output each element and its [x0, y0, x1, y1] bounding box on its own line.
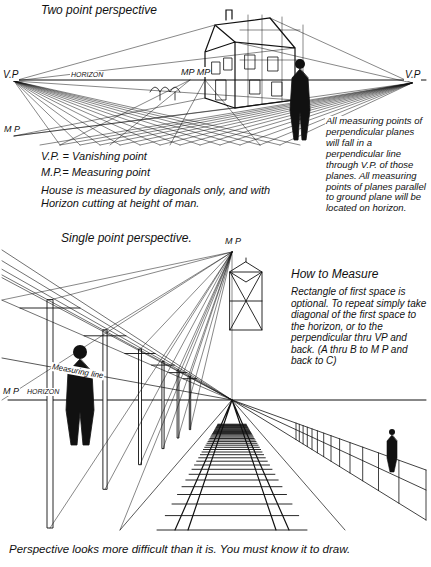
wires: [2, 250, 232, 400]
measuring-points-note: All measuring points of perpendicular pl…: [325, 116, 427, 214]
horizon-label: HORIZON: [26, 388, 60, 396]
mp-label: M P: [224, 236, 242, 246]
bushes: [150, 87, 180, 100]
measuring-line: [2, 358, 232, 400]
man-figure: [290, 69, 310, 140]
mp-label: M P: [3, 124, 21, 134]
definition-note: V.P. = Vanishing point: [40, 150, 148, 163]
man-figure-head: [295, 59, 305, 69]
mp-label: MP MP: [180, 67, 211, 77]
measuring-rays: [2, 252, 232, 530]
house: [205, 10, 295, 108]
fence: [232, 400, 426, 520]
house-windows: [212, 55, 282, 100]
mp-label: M P: [2, 386, 20, 396]
measuring-diagonals: [14, 80, 295, 145]
man-figure: [387, 435, 397, 472]
rail-ties: [157, 424, 307, 530]
section-heading: Two point perspective: [40, 4, 158, 18]
vp-label: V.P: [404, 69, 421, 81]
track-bed: [120, 400, 345, 530]
horizon-label: HORIZON: [70, 71, 104, 79]
hanging-cube: [230, 258, 262, 330]
caption: Perspective looks more difficult than it…: [8, 543, 425, 556]
vp-label: V.P: [2, 69, 19, 81]
man-figure-head: [389, 429, 395, 435]
house-note: House is measured by diagonals only, and…: [40, 184, 282, 209]
definition-note: M.P.= Measuring point: [40, 166, 151, 179]
how-to-heading: How to Measure: [290, 268, 379, 282]
man-figure-head: [73, 345, 87, 359]
section-heading: Single point perspective.: [60, 232, 193, 246]
how-to-note: Rectangle of first space is optional. To…: [290, 286, 428, 367]
